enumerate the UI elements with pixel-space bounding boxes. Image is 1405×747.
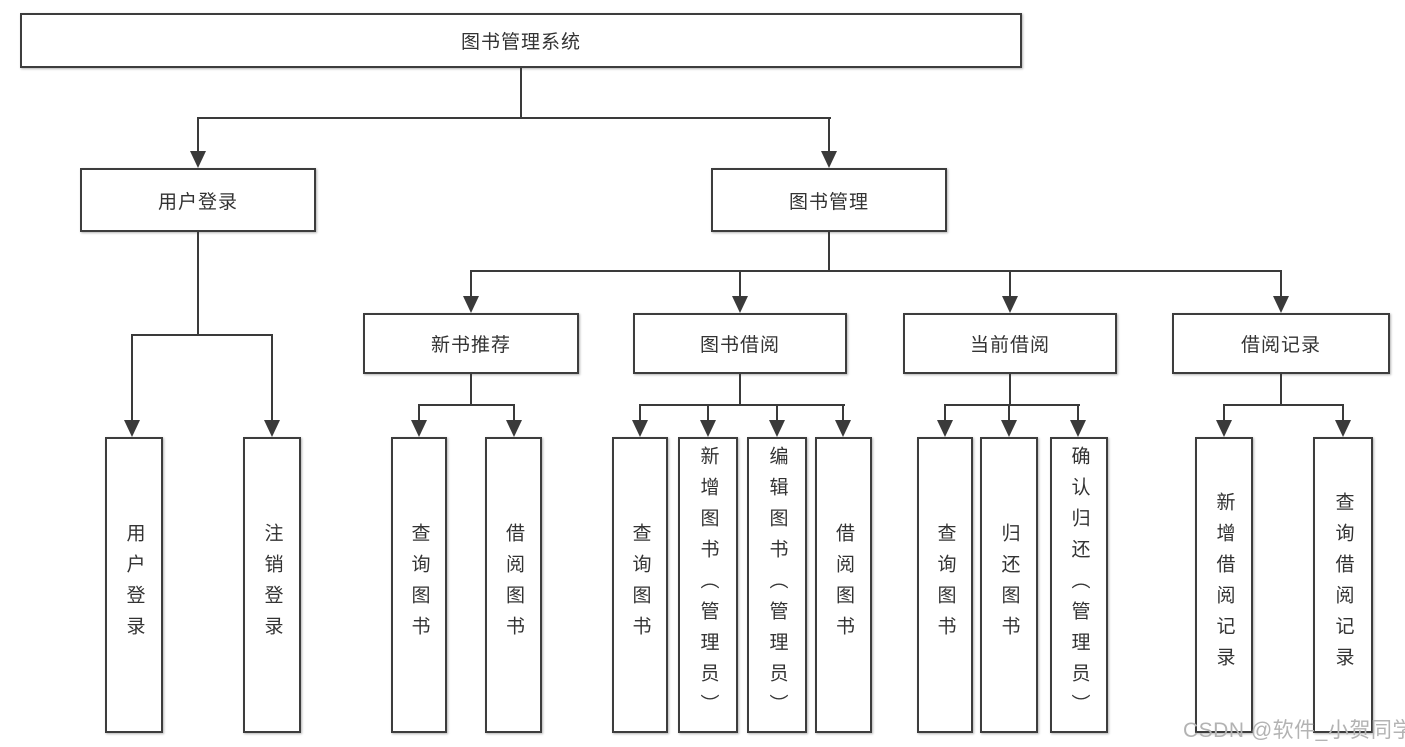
connector-borrowing-records-stub xyxy=(1280,374,1282,406)
leaf-query-books-2: 查询图书 xyxy=(612,437,668,733)
leaf-confirm-return-admin: 确认归还（管理员） xyxy=(1050,437,1108,733)
connector-drop-add-books xyxy=(707,404,709,422)
node-book-borrowing-label: 图书借阅 xyxy=(699,335,780,356)
arrow-down-icon xyxy=(821,151,837,168)
connector-current-borrowing-split xyxy=(944,404,1080,406)
connector-drop-user-login xyxy=(197,117,199,153)
node-current-borrowing-label: 当前借阅 xyxy=(969,335,1050,356)
arrow-down-icon xyxy=(411,420,427,437)
connector-book-management-split xyxy=(470,270,1282,272)
node-root-label: 图书管理系统 xyxy=(460,32,581,53)
connector-current-borrowing-stub xyxy=(1009,374,1011,406)
leaf-borrow-books-1: 借阅图书 xyxy=(485,437,542,733)
leaf-query-borrow-record-label: 查询借阅记录 xyxy=(1332,492,1354,678)
leaf-logout: 注销登录 xyxy=(243,437,301,733)
leaf-query-books-3-label: 查询图书 xyxy=(934,523,956,647)
connector-drop-user-login-leaf xyxy=(131,334,133,422)
leaf-user-login-label: 用户登录 xyxy=(123,523,145,647)
arrow-down-icon xyxy=(190,151,206,168)
node-borrowing-records: 借阅记录 xyxy=(1172,313,1390,374)
arrow-down-icon xyxy=(1216,420,1232,437)
connector-drop-query-books-2 xyxy=(639,404,641,422)
leaf-add-borrow-record-label: 新增借阅记录 xyxy=(1213,492,1235,678)
leaf-query-books-3: 查询图书 xyxy=(917,437,973,733)
leaf-borrow-books-2: 借阅图书 xyxy=(815,437,872,733)
leaf-query-books-2-label: 查询图书 xyxy=(629,523,651,647)
node-borrowing-records-label: 借阅记录 xyxy=(1240,335,1321,356)
connector-drop-current-borrowing xyxy=(1009,270,1011,298)
arrow-down-icon xyxy=(769,420,785,437)
arrow-down-icon xyxy=(835,420,851,437)
arrow-down-icon xyxy=(1002,296,1018,313)
connector-book-borrowing-stub xyxy=(739,374,741,406)
leaf-edit-books-admin-label: 编辑图书（管理员） xyxy=(766,445,788,725)
leaf-edit-books-admin: 编辑图书（管理员） xyxy=(747,437,807,733)
leaf-borrow-books-1-label: 借阅图书 xyxy=(503,523,524,647)
arrow-down-icon xyxy=(1335,420,1351,437)
connector-borrowing-records-split xyxy=(1223,404,1344,406)
node-current-borrowing: 当前借阅 xyxy=(903,313,1117,374)
arrow-down-icon xyxy=(1273,296,1289,313)
node-new-book-recommend: 新书推荐 xyxy=(363,313,579,374)
connector-root-stub xyxy=(520,68,522,118)
leaf-return-books: 归还图书 xyxy=(980,437,1038,733)
connector-drop-confirm-return xyxy=(1077,404,1079,422)
leaf-add-books-admin: 新增图书（管理员） xyxy=(678,437,738,733)
leaf-return-books-label: 归还图书 xyxy=(998,523,1020,647)
node-user-login-label: 用户登录 xyxy=(157,191,238,213)
connector-book-management-stub xyxy=(828,232,830,272)
arrow-down-icon xyxy=(632,420,648,437)
node-user-login: 用户登录 xyxy=(80,168,316,232)
connector-new-book-recommend-stub xyxy=(470,374,472,406)
connector-drop-edit-books xyxy=(776,404,778,422)
connector-drop-logout-leaf xyxy=(271,334,273,422)
connector-drop-return-books xyxy=(1008,404,1010,422)
leaf-query-borrow-record: 查询借阅记录 xyxy=(1313,437,1373,733)
connector-drop-borrowing-records xyxy=(1280,270,1282,298)
arrow-down-icon xyxy=(1070,420,1086,437)
connector-drop-query-borrow-record xyxy=(1342,404,1344,422)
connector-drop-query-books-1 xyxy=(418,404,420,422)
connector-book-borrowing-split xyxy=(639,404,845,406)
node-book-borrowing: 图书借阅 xyxy=(633,313,847,374)
arrow-down-icon xyxy=(124,420,140,437)
leaf-query-books-1-label: 查询图书 xyxy=(408,523,430,647)
connector-user-login-stub xyxy=(197,232,199,336)
arrow-down-icon xyxy=(937,420,953,437)
leaf-borrow-books-2-label: 借阅图书 xyxy=(833,523,854,647)
connector-drop-query-books-3 xyxy=(944,404,946,422)
leaf-add-books-admin-label: 新增图书（管理员） xyxy=(697,445,719,725)
connector-drop-book-borrowing xyxy=(739,270,741,298)
connector-drop-new-book-recommend xyxy=(470,270,472,298)
arrow-down-icon xyxy=(700,420,716,437)
connector-drop-book-management xyxy=(828,117,830,153)
node-root-library-management-system: 图书管理系统 xyxy=(20,13,1022,68)
arrow-down-icon xyxy=(732,296,748,313)
leaf-confirm-return-admin-label: 确认归还（管理员） xyxy=(1068,445,1090,725)
leaf-logout-label: 注销登录 xyxy=(261,523,283,647)
leaf-query-books-1: 查询图书 xyxy=(391,437,447,733)
node-new-book-recommend-label: 新书推荐 xyxy=(430,335,511,356)
arrow-down-icon xyxy=(463,296,479,313)
node-book-management: 图书管理 xyxy=(711,168,947,232)
connector-drop-borrow-books-1 xyxy=(513,404,515,422)
connector-root-split xyxy=(197,117,831,119)
node-book-management-label: 图书管理 xyxy=(788,191,869,213)
csdn-watermark: CSDN @软件_小贺同学 xyxy=(1183,719,1405,742)
leaf-add-borrow-record: 新增借阅记录 xyxy=(1195,437,1253,733)
arrow-down-icon xyxy=(1001,420,1017,437)
connector-drop-borrow-books-2 xyxy=(842,404,844,422)
arrow-down-icon xyxy=(506,420,522,437)
leaf-user-login: 用户登录 xyxy=(105,437,163,733)
connector-user-login-split xyxy=(131,334,273,336)
connector-drop-add-borrow-record xyxy=(1223,404,1225,422)
connector-new-book-recommend-split xyxy=(418,404,515,406)
arrow-down-icon xyxy=(264,420,280,437)
